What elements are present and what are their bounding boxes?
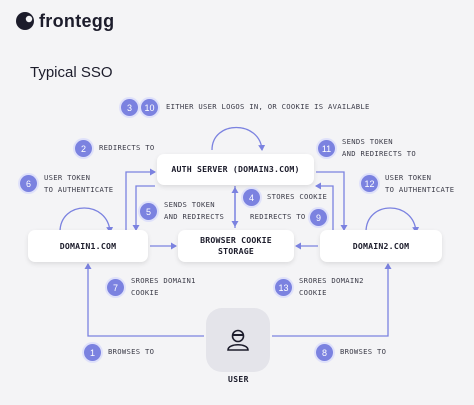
browser-cookie-node: BROWSER COOKIE STORAGE — [178, 230, 294, 262]
auth-self-loop-arrow — [211, 127, 266, 151]
step-12-label: USER TOKEN TO AUTHENTICATE — [385, 172, 454, 196]
auth-server-node: AUTH SERVER (DOMAIN3.COM) — [157, 154, 314, 185]
step-5-label: SENDS TOKEN AND REDIRECTS — [164, 199, 224, 223]
domain1-self-loop-arrow — [59, 207, 114, 233]
diagram-title: Typical SSO — [30, 64, 113, 81]
step-11-line2: AND REDIRECTS TO — [342, 149, 417, 158]
step-7-badge: 7 — [107, 279, 124, 296]
step-12-line1: USER TOKEN — [385, 173, 432, 182]
step-10-badge: 10 — [141, 99, 158, 116]
user-label: USER — [228, 375, 249, 384]
domain2-to-auth-arrow — [315, 182, 334, 232]
auth-to-domain2-arrow — [316, 171, 348, 231]
step-13-badge: 13 — [275, 279, 292, 296]
user-node — [206, 308, 270, 372]
step-13-label: SRORES DOMAIN2 COOKIE — [299, 275, 364, 299]
brand-name: frontegg — [39, 10, 115, 31]
user-avatar-icon — [227, 329, 249, 351]
step-12-line2: TO AUTHENTICATE — [385, 185, 455, 194]
frontegg-logo-icon — [16, 12, 34, 30]
step-4-label: STORES COOKIE — [267, 192, 328, 201]
step-7-label: SRORES DOMAIN1 COOKIE — [131, 275, 196, 299]
step-8-label: BROWSES TO — [340, 347, 387, 356]
step-1-label: BROWSES TO — [108, 347, 155, 356]
auth-to-domain1-arrow — [132, 185, 155, 231]
step-1-badge: 1 — [84, 344, 101, 361]
domain1-to-auth-arrow — [125, 168, 156, 232]
step-13-line2: COOKIE — [299, 288, 327, 297]
step-11-label: SENDS TOKEN AND REDIRECTS TO — [342, 136, 416, 160]
step-6-line1: USER TOKEN — [44, 173, 91, 182]
brand-logo: frontegg — [14, 10, 114, 32]
step-6-label: USER TOKEN TO AUTHENTICATE — [44, 172, 113, 196]
step-9-label: REDIRECTS TO — [250, 212, 306, 221]
step-5-badge: 5 — [140, 203, 157, 220]
user-to-domain1-arrow — [84, 263, 204, 337]
domain1-node: DOMAIN1.COM — [28, 230, 148, 262]
domain2-self-loop-arrow — [365, 207, 420, 233]
domain2-node: DOMAIN2.COM — [320, 230, 442, 262]
step-10-label: EITHER USER LOGOS IN, OR COOKIE IS AVAIL… — [166, 102, 370, 111]
step-11-badge: 11 — [318, 140, 335, 157]
step-5-line1: SENDS TOKEN — [164, 200, 215, 209]
step-13-line1: SRORES DOMAIN2 — [299, 276, 364, 285]
step-4-badge: 4 — [243, 189, 260, 206]
step-6-line2: TO AUTHENTICATE — [44, 185, 114, 194]
step-7-line1: SRORES DOMAIN1 — [131, 276, 196, 285]
step-6-badge: 6 — [20, 175, 37, 192]
step-7-line2: COOKIE — [131, 288, 159, 297]
step-9-badge: 9 — [310, 209, 327, 226]
step-2-badge: 2 — [75, 140, 92, 157]
browser-cookie-label: BROWSER COOKIE STORAGE — [200, 235, 272, 256]
step-11-line1: SENDS TOKEN — [342, 137, 393, 146]
step-8-badge: 8 — [316, 344, 333, 361]
step-5-line2: AND REDIRECTS — [164, 212, 225, 221]
step-12-badge: 12 — [361, 175, 378, 192]
step-2-label: REDIRECTS TO — [99, 143, 155, 152]
user-to-domain2-arrow — [272, 263, 392, 337]
step-3-badge: 3 — [121, 99, 138, 116]
